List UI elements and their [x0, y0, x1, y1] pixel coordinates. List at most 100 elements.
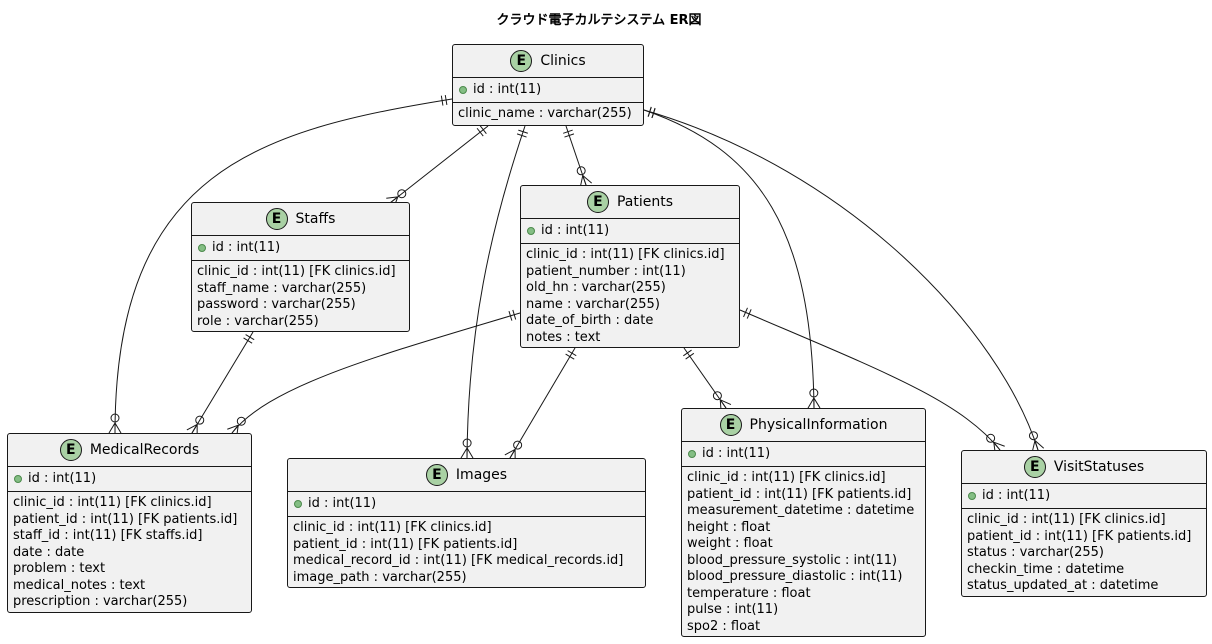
attribute-field: clinic_id : int(11) [FK clinics.id]: [967, 512, 1166, 527]
primary-key-section: id : int(11): [192, 236, 409, 261]
entity-clinics[interactable]: E Clinics id : int(11)clinic_name : varcha…: [452, 44, 644, 126]
attribute-field: clinic_id : int(11) [FK clinics.id]: [687, 470, 886, 485]
attribute-list: clinic_name : varchar(255): [453, 103, 643, 123]
rel-clinics-visit_statuses-line: [643, 109, 1039, 451]
rel-staffs-medical_records-line: [191, 331, 254, 434]
attribute-field: clinic_id : int(11) [FK clinics.id]: [526, 247, 725, 262]
entity-header: E Patients: [521, 186, 739, 219]
rel-clinics-images-to-many-foot: [460, 447, 468, 459]
rel-clinics-medical_records-to-zero-circle: [110, 413, 120, 423]
rel-clinics-patients-to-many-foot: [582, 175, 587, 186]
attribute-field: status : varchar(255): [967, 545, 1104, 560]
entity-icon: E: [510, 50, 533, 72]
rel-clinics-visit_statuses-to-zero-circle: [1028, 431, 1038, 441]
primary-key-section: id : int(11): [453, 78, 643, 103]
entity-patients[interactable]: E Patients id : int(11) clinic_id : int(11)…: [520, 185, 740, 348]
rel-clinics-physical_information-to-many-foot: [813, 397, 821, 409]
rel-staffs-medical_records-to-many-foot: [186, 423, 198, 431]
rel-staffs-medical_records-from-one-bar: [245, 334, 255, 341]
rel-patients-medical_records-to-many-foot: [231, 424, 239, 434]
attribute-field: patient_id : int(11) [FK patients.id]: [687, 486, 912, 502]
rel-clinics-physical_information-to-many-foot: [807, 397, 815, 409]
attribute-field: medical_record_id : int(11) [FK medical_…: [293, 553, 624, 568]
rel-patients-physical_information-to-zero-circle: [712, 391, 722, 401]
entity-icon: E: [1023, 456, 1046, 478]
entity-name: Images: [455, 466, 508, 483]
rel-patients-images-line: [509, 347, 576, 459]
primary-key-icon: [14, 475, 22, 483]
rel-patients-physical_information-from-one-bar: [685, 352, 695, 360]
entity-icon: E: [586, 191, 609, 213]
primary-key-field: id : int(11): [702, 445, 771, 461]
attribute-list: clinic_id : int(11) [FK clinics.id]patie…: [288, 517, 645, 586]
rel-patients-visit_statuses-from-one-bar: [746, 309, 752, 319]
rel-clinics-physical_information-line: [643, 109, 815, 409]
entity-physical-information[interactable]: E PhysicalInformation id : int(11) clinic_i…: [681, 408, 926, 637]
attribute-field: date : date: [13, 544, 85, 560]
primary-key-field: id : int(11): [28, 470, 97, 486]
attribute-list: clinic_id : int(11) [FK clinics.id]patie…: [8, 492, 251, 611]
attribute-field: pulse : int(11): [687, 602, 779, 617]
entity-header: E VisitStatuses: [962, 451, 1206, 484]
rel-patients-physical_information-to-many-foot: [720, 399, 732, 406]
attribute-field: patient_id : int(11) [FK patients.id]: [293, 536, 518, 552]
attribute-field: problem : text: [13, 561, 106, 576]
rel-patients-visit_statuses-from-one-bar: [743, 307, 748, 318]
attribute-list: clinic_id : int(11) [FK clinics.id]patie…: [682, 467, 925, 635]
entity-header: E Clinics: [453, 45, 643, 78]
attribute-field: date_of_birth : date: [526, 313, 654, 328]
attribute-field: height : float: [687, 519, 771, 535]
attribute-field: blood_pressure_systolic : int(11): [687, 552, 898, 568]
rel-clinics-medical_records-from-one-bar: [440, 95, 444, 106]
attribute-field: temperature : float: [687, 585, 811, 601]
entity-name: VisitStatuses: [1053, 458, 1145, 475]
rel-clinics-patients-to-zero-circle: [576, 166, 586, 176]
primary-key-field: id : int(11): [541, 222, 610, 238]
attribute-field: patient_id : int(11) [FK patients.id]: [967, 528, 1192, 544]
entity-medical-records[interactable]: E MedicalRecords id : int(11) clinic_id : i…: [7, 433, 252, 613]
rel-staffs-medical_records-from-one-bar: [243, 337, 253, 344]
attribute-field: staff_name : varchar(255): [197, 280, 367, 296]
primary-key-section: id : int(11): [682, 442, 925, 467]
attribute-field: patient_number : int(11): [526, 263, 686, 279]
diagram-title: クラウド電子カルテシステム ER図: [496, 13, 702, 28]
rel-staffs-medical_records-to-zero-circle: [195, 415, 205, 425]
rel-clinics-visit_statuses-from-one-bar: [647, 106, 652, 117]
rel-clinics-visit_statuses-to-many-foot: [1034, 440, 1045, 449]
rel-patients-medical_records-from-one-bar: [508, 310, 513, 321]
rel-clinics-images-to-many-foot: [466, 447, 474, 459]
attribute-field: password : varchar(255): [197, 297, 356, 312]
rel-clinics-staffs-from-one-bar: [476, 127, 484, 137]
rel-patients-physical_information-to-many-foot: [719, 399, 727, 409]
rel-clinics-staffs-from-one-bar: [479, 125, 487, 134]
entity-name: Clinics: [540, 52, 586, 69]
entity-name: MedicalRecords: [89, 441, 200, 458]
attribute-field: spo2 : float: [687, 618, 761, 634]
attribute-list: clinic_id : int(11) [FK clinics.id]patie…: [962, 509, 1206, 595]
entity-name: Patients: [616, 193, 674, 210]
rel-clinics-medical_records-line: [114, 98, 453, 434]
rel-clinics-images-to-zero-circle: [462, 438, 472, 448]
rel-patients-images-to-zero-circle: [513, 440, 523, 450]
entity-icon: E: [719, 414, 742, 436]
primary-key-section: id : int(11): [962, 484, 1206, 509]
rel-patients-physical_information-from-one-bar: [683, 349, 692, 357]
entity-icon: E: [59, 439, 82, 461]
attribute-list: clinic_id : int(11) [FK clinics.id]staff…: [192, 261, 409, 330]
primary-key-section: id : int(11): [288, 492, 645, 517]
primary-key-icon: [294, 500, 302, 508]
entity-name: Staffs: [295, 210, 336, 227]
entity-name: PhysicalInformation: [749, 416, 888, 433]
rel-patients-physical_information-line: [683, 347, 727, 409]
attribute-field: blood_pressure_diastolic : int(11): [687, 569, 903, 584]
primary-key-field: id : int(11): [982, 487, 1051, 503]
attribute-field: name : varchar(255): [526, 296, 660, 312]
rel-clinics-images-from-one-bar: [516, 133, 527, 138]
